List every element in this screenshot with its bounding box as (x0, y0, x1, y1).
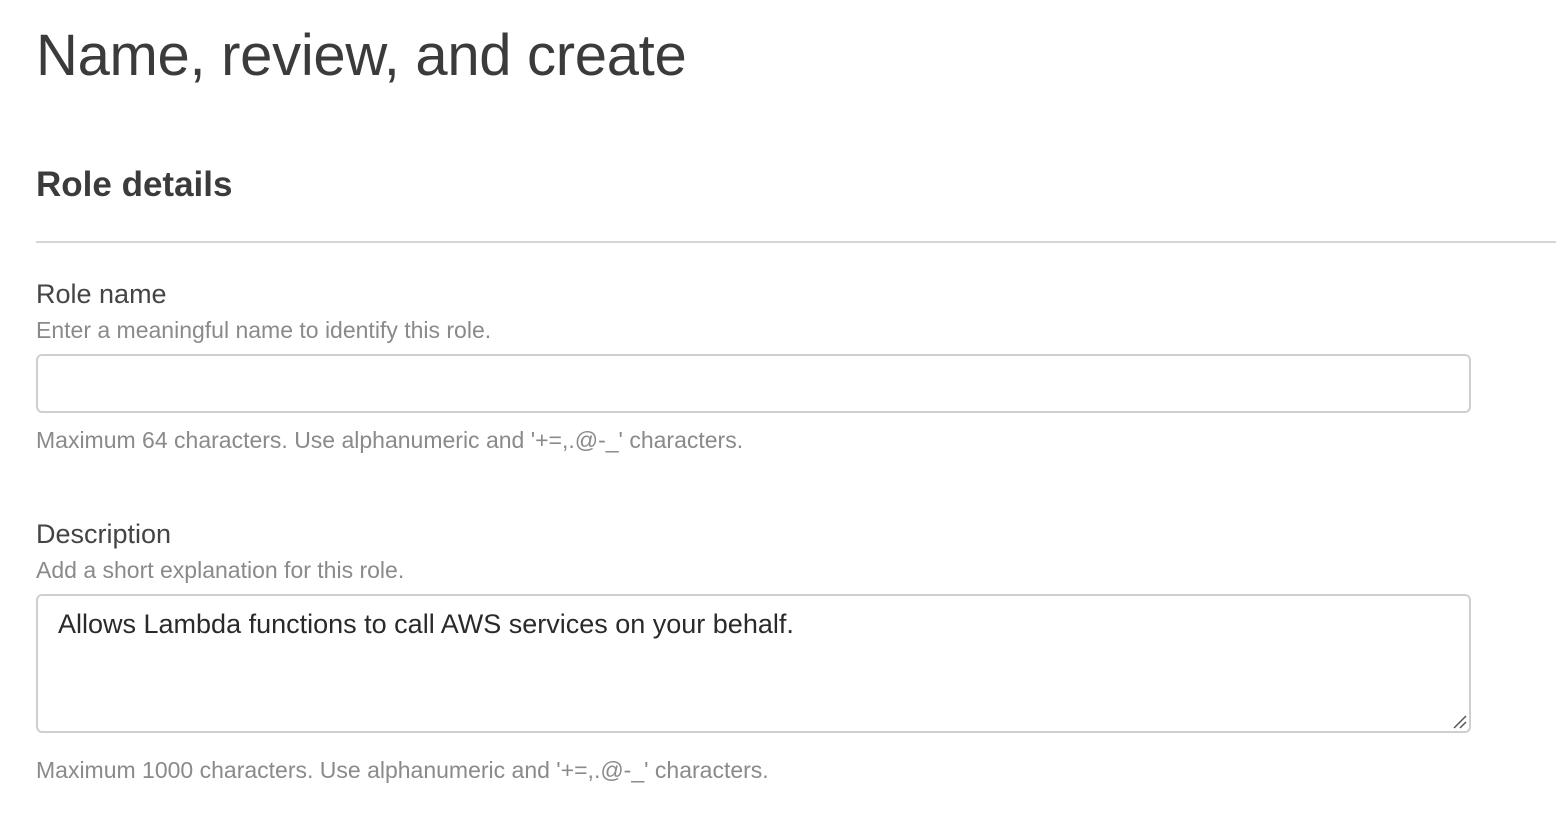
role-name-input[interactable] (36, 354, 1471, 413)
page-title: Name, review, and create (36, 23, 687, 88)
description-textarea[interactable]: Allows Lambda functions to call AWS serv… (36, 594, 1471, 733)
role-name-help-text: Enter a meaningful name to identify this… (36, 317, 492, 343)
resize-handle-icon[interactable] (1451, 713, 1467, 729)
description-label: Description (36, 519, 172, 549)
description-help-text: Add a short explanation for this role. (36, 557, 405, 583)
description-textarea-value[interactable]: Allows Lambda functions to call AWS serv… (58, 609, 794, 639)
section-divider (36, 241, 1556, 243)
section-title-role-details: Role details (36, 165, 233, 204)
role-name-constraint-text: Maximum 64 characters. Use alphanumeric … (36, 427, 744, 453)
role-name-label: Role name (36, 279, 167, 309)
description-constraint-text: Maximum 1000 characters. Use alphanumeri… (36, 757, 769, 783)
